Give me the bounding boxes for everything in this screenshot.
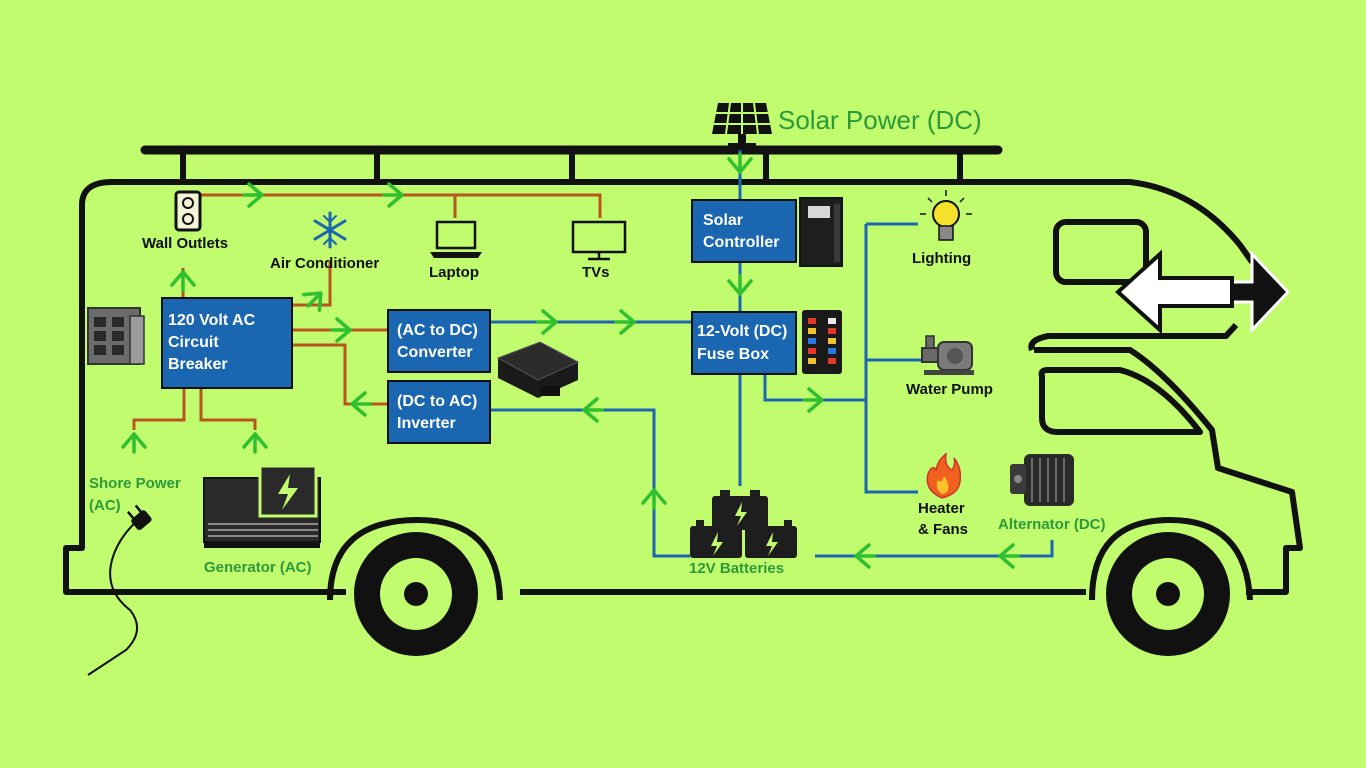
circuit-breaker-line1: 120 Volt AC	[168, 312, 256, 329]
circuit-breaker-box: 120 Volt AC Circuit Breaker	[161, 297, 293, 389]
laptop-label: Laptop	[429, 264, 479, 281]
solar-controller-box: Solar Controller	[691, 199, 797, 263]
inverter-box: (DC to AC) Inverter	[387, 380, 491, 444]
tvs-label: TVs	[582, 264, 610, 281]
fuse-box-line1: 12-Volt (DC)	[697, 323, 787, 340]
converter-line2: Converter	[397, 344, 473, 361]
circuit-breaker-line3: Breaker	[168, 356, 228, 373]
solar-controller-line2: Controller	[703, 234, 779, 251]
converter-line1: (AC to DC)	[397, 322, 478, 339]
dc-wiring	[490, 150, 1054, 558]
converter-box: (AC to DC) Converter	[387, 309, 491, 373]
solar-panel-icon	[712, 102, 772, 147]
solar-controller-line1: Solar	[703, 212, 743, 229]
light-bulb-icon	[920, 190, 972, 241]
plug-icon	[87, 504, 152, 676]
fuse-box-line2: Fuse Box	[697, 346, 769, 363]
wall-outlet-icon	[174, 190, 202, 232]
fuse-block-icon	[802, 310, 842, 374]
breaker-panel-icon	[87, 307, 145, 365]
air-conditioner-label: Air Conditioner	[270, 255, 379, 272]
solar-controller-device-icon	[799, 197, 843, 267]
wheel-rear	[354, 532, 478, 656]
lighting-label: Lighting	[912, 250, 971, 267]
alternator-label: Alternator (DC)	[998, 516, 1106, 533]
alternator-icon	[1010, 454, 1074, 506]
inverter-line1: (DC to AC)	[397, 393, 477, 410]
shore-power-label-line1: Shore Power	[89, 475, 181, 492]
snowflake-icon	[313, 211, 347, 249]
batteries-label: 12V Batteries	[689, 560, 784, 577]
flame-icon	[926, 452, 962, 499]
water-pump-icon	[921, 335, 974, 375]
fuse-box: 12-Volt (DC) Fuse Box	[691, 311, 797, 375]
water-pump-label: Water Pump	[906, 381, 993, 398]
tv-icon	[571, 220, 627, 261]
heater-label-line2: & Fans	[918, 521, 968, 538]
wheel-front	[1106, 532, 1230, 656]
inverter-line2: Inverter	[397, 415, 456, 432]
laptop-icon	[430, 220, 482, 258]
converter-device-icon	[496, 341, 580, 398]
battery-icon	[690, 490, 797, 558]
solar-power-label: Solar Power (DC)	[778, 105, 982, 135]
circuit-breaker-line2: Circuit	[168, 334, 219, 351]
shore-power-label-line2: (AC)	[89, 497, 121, 514]
generator-label: Generator (AC)	[204, 559, 312, 576]
rv-body	[63, 145, 1303, 601]
direction-arrows-icon	[1115, 249, 1291, 335]
generator-icon	[203, 464, 321, 548]
wall-outlets-label: Wall Outlets	[142, 235, 228, 252]
heater-label-line1: Heater	[918, 500, 965, 517]
